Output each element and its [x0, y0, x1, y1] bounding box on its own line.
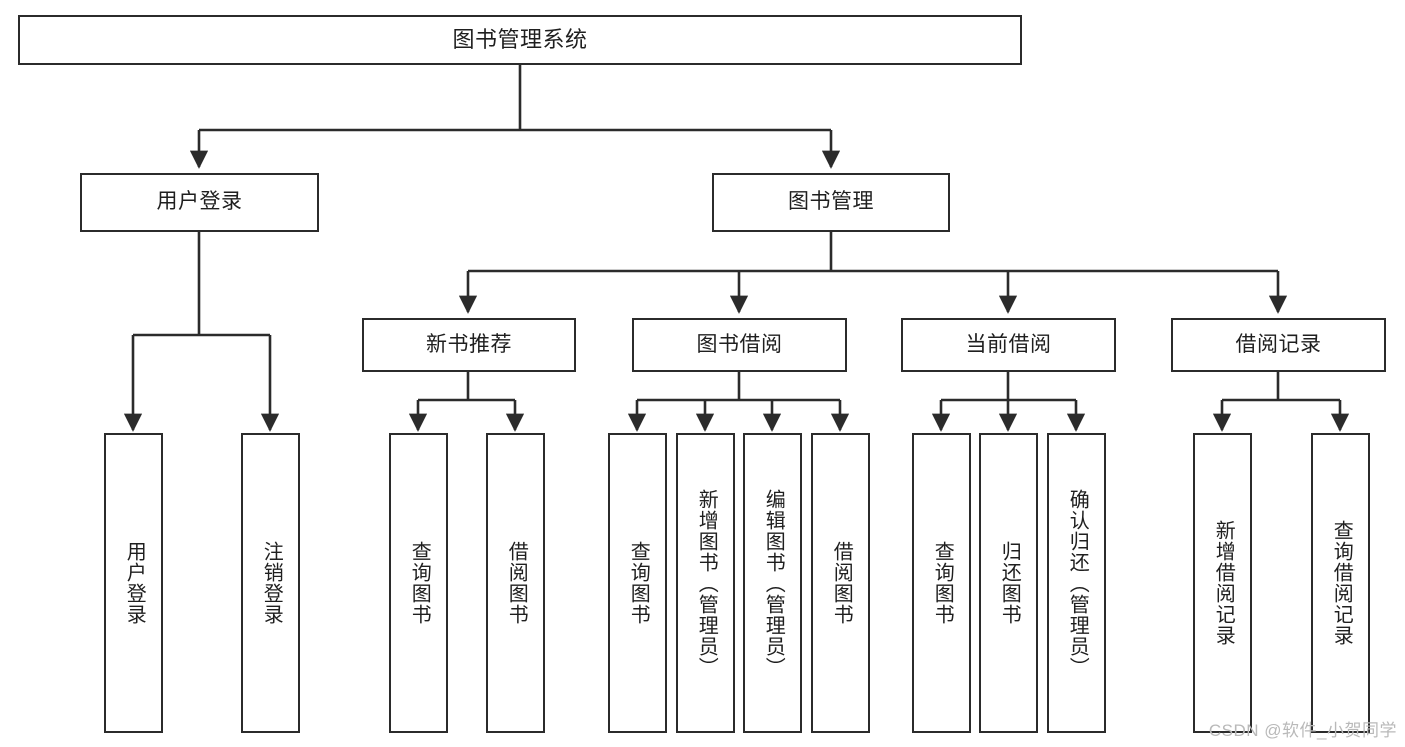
node-label: 编辑图书（管理员） — [762, 488, 785, 678]
node-label: 查询图书 — [408, 541, 431, 625]
node-label: 新增图书（管理员） — [695, 488, 718, 678]
node-book-manage[interactable]: 图书管理 — [712, 173, 950, 232]
leaf-query-book-2[interactable]: 查询图书 — [608, 433, 667, 733]
node-label: 当前借阅 — [965, 332, 1052, 356]
leaf-user-login[interactable]: 用户登录 — [104, 433, 163, 733]
node-label: 图书管理系统 — [452, 27, 588, 53]
leaf-confirm-return-admin[interactable]: 确认归还（管理员） — [1047, 433, 1106, 733]
leaf-add-borrow-record[interactable]: 新增借阅记录 — [1193, 433, 1252, 733]
node-label: 借阅图书 — [830, 541, 853, 625]
node-label: 新书推荐 — [426, 332, 512, 356]
node-label: 用户登录 — [123, 541, 146, 625]
node-label: 新增借阅记录 — [1212, 520, 1235, 646]
node-label: 查询图书 — [931, 541, 954, 625]
node-new-book-recommend[interactable]: 新书推荐 — [362, 318, 576, 372]
leaf-query-borrow-record[interactable]: 查询借阅记录 — [1311, 433, 1370, 733]
node-current-borrow[interactable]: 当前借阅 — [901, 318, 1116, 372]
leaf-add-book-admin[interactable]: 新增图书（管理员） — [676, 433, 735, 733]
leaf-return-book[interactable]: 归还图书 — [979, 433, 1038, 733]
leaf-query-book-1[interactable]: 查询图书 — [389, 433, 448, 733]
leaf-borrow-book-2[interactable]: 借阅图书 — [811, 433, 870, 733]
node-borrow-record[interactable]: 借阅记录 — [1171, 318, 1386, 372]
node-user-login[interactable]: 用户登录 — [80, 173, 319, 232]
node-label: 图书借阅 — [696, 332, 783, 356]
node-label: 查询图书 — [627, 541, 650, 625]
node-book-borrow[interactable]: 图书借阅 — [632, 318, 847, 372]
node-label: 确认归还（管理员） — [1066, 488, 1089, 678]
csdn-watermark: CSDN @软件_小贺同学 — [1208, 721, 1397, 740]
node-label: 借阅记录 — [1235, 332, 1322, 356]
leaf-query-book-3[interactable]: 查询图书 — [912, 433, 971, 733]
node-label: 注销登录 — [260, 541, 283, 625]
node-label: 归还图书 — [998, 541, 1021, 625]
leaf-edit-book-admin[interactable]: 编辑图书（管理员） — [743, 433, 802, 733]
leaf-logout-login[interactable]: 注销登录 — [241, 433, 300, 733]
leaf-borrow-book-1[interactable]: 借阅图书 — [486, 433, 545, 733]
node-label: 查询借阅记录 — [1330, 520, 1353, 646]
node-label: 用户登录 — [156, 190, 243, 214]
node-root-system[interactable]: 图书管理系统 — [18, 15, 1022, 65]
node-label: 图书管理 — [788, 190, 874, 214]
node-label: 借阅图书 — [505, 541, 528, 625]
